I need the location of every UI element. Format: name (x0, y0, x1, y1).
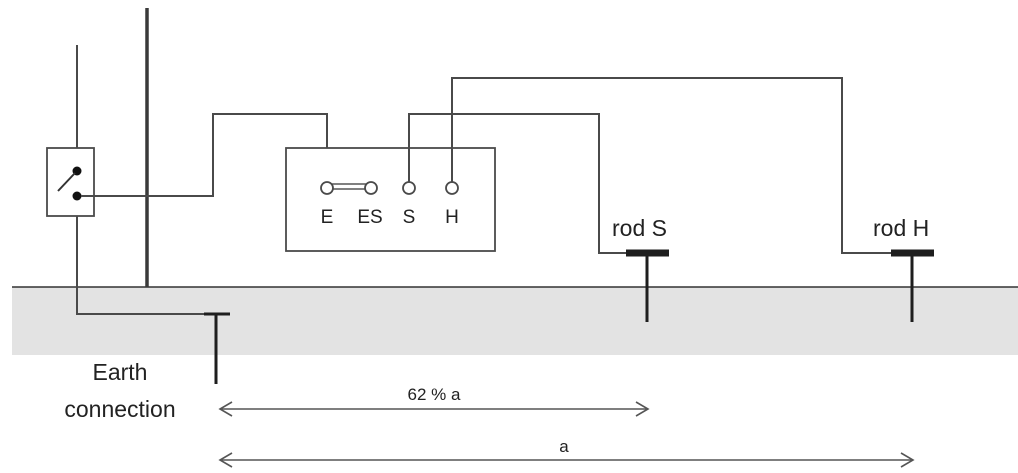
terminal-e (320, 181, 334, 195)
terminal-es-label: ES (357, 207, 382, 228)
earth-tester-box (285, 147, 496, 252)
dimension-62-label: 62 % a (408, 385, 461, 404)
e-es-link (330, 183, 369, 190)
rod-h-label: rod H (873, 215, 929, 241)
switch-blade (57, 172, 76, 192)
switch-contact-bottom (72, 191, 82, 201)
dimension-a-arrowhead-left (218, 452, 233, 468)
dimension-a-label: a (559, 437, 569, 456)
terminal-e-label: E (321, 207, 334, 228)
wire-to-rod-s (408, 113, 627, 254)
dimension-62-arrowhead-left (218, 401, 233, 417)
terminal-h (445, 181, 459, 195)
earth-connection-label-line2: connection (64, 396, 175, 422)
wire-to-terminal-e (81, 113, 328, 197)
disconnect-switch-box (46, 147, 95, 217)
dimension-a-arrowhead-right (900, 452, 915, 468)
wire-to-rod-h (451, 77, 892, 254)
earth-downlead-wire (76, 45, 204, 315)
dimension-62-arrowhead-right (635, 401, 650, 417)
terminal-s (402, 181, 416, 195)
rod-s-label: rod S (612, 215, 667, 241)
terminal-es (364, 181, 378, 195)
earth-connection-label-line1: Earth (93, 359, 148, 385)
terminal-s-label: S (403, 207, 416, 228)
ground-region (12, 287, 1018, 355)
terminal-h-label: H (445, 207, 459, 228)
